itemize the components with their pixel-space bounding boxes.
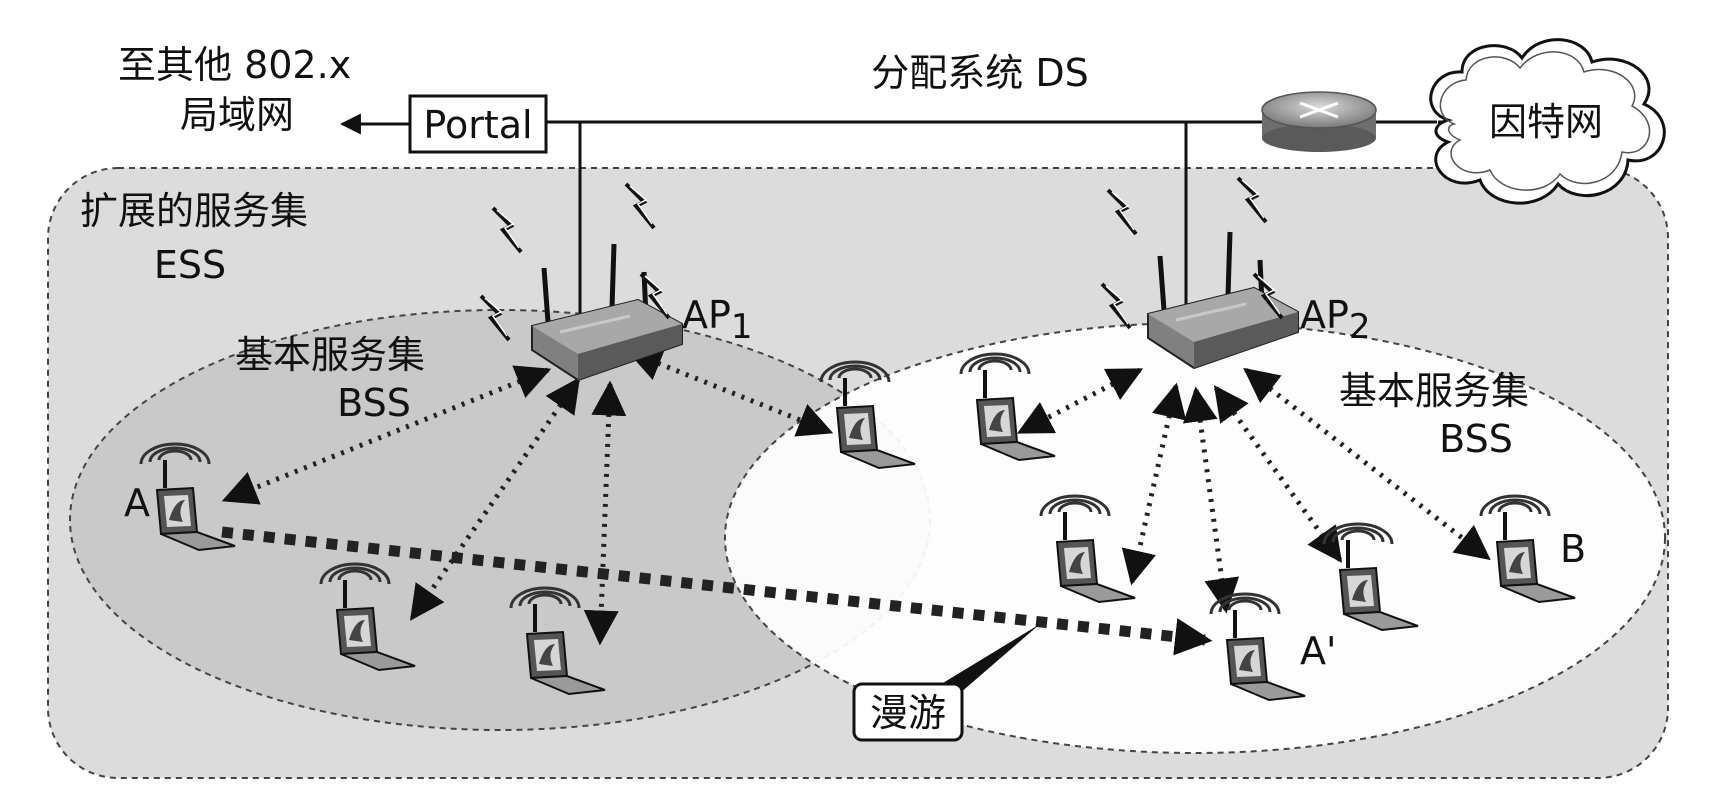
router-icon xyxy=(1261,91,1377,152)
bss-right-label-line1: 基本服务集 xyxy=(1339,369,1529,413)
internet-cloud-icon xyxy=(1429,38,1666,205)
station-a-prime-label: A' xyxy=(1300,629,1336,673)
ess-label-line1: 扩展的服务集 xyxy=(80,189,308,233)
bss-right-label-line2: BSS xyxy=(1439,417,1513,461)
ap2-label: AP2 xyxy=(1300,293,1371,347)
roaming-callout-pointer xyxy=(938,624,1040,700)
ap1-label-sub: 1 xyxy=(731,307,753,347)
station-b-label: B xyxy=(1560,527,1586,571)
ap2-label-base: AP xyxy=(1300,293,1349,337)
roaming-path xyxy=(221,526,1213,656)
roaming-callout-box xyxy=(852,682,964,742)
other-lan-label-line1: 至其他 802.x xyxy=(118,43,351,87)
other-lan-label-line2: 局域网 xyxy=(180,93,294,137)
portal-label: Portal xyxy=(423,103,532,147)
ds-label: 分配系统 DS xyxy=(871,51,1088,95)
ess-label-line2: ESS xyxy=(154,243,226,287)
roaming-label: 漫游 xyxy=(870,691,946,735)
bss-left-label-line1: 基本服务集 xyxy=(235,333,425,377)
ap1-label: AP1 xyxy=(682,293,753,347)
ap2-label-sub: 2 xyxy=(1349,307,1371,347)
ap1-label-base: AP xyxy=(682,293,731,337)
bss-left-label-line2: BSS xyxy=(337,381,411,425)
internet-label: 因特网 xyxy=(1489,100,1603,144)
portal-box xyxy=(408,94,548,154)
station-a-label: A xyxy=(124,481,150,525)
ap2-links xyxy=(1016,367,1491,614)
ap1-links xyxy=(221,347,834,646)
